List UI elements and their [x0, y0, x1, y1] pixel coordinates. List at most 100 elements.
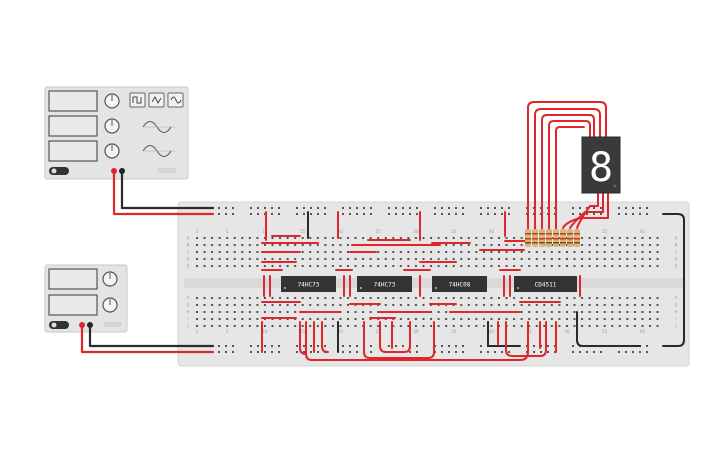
breadboard-hole[interactable]: [257, 351, 259, 353]
breadboard-hole[interactable]: [649, 237, 651, 239]
breadboard-hole[interactable]: [588, 265, 591, 267]
breadboard-hole[interactable]: [211, 251, 214, 253]
breadboard-hole[interactable]: [263, 304, 266, 306]
breadboard-hole[interactable]: [203, 265, 206, 267]
breadboard-hole[interactable]: [626, 304, 629, 306]
breadboard-hole[interactable]: [543, 325, 546, 327]
breadboard-hole[interactable]: [550, 318, 553, 320]
breadboard-hole[interactable]: [603, 265, 606, 267]
breadboard-hole[interactable]: [211, 304, 214, 306]
breadboard-hole[interactable]: [460, 325, 463, 327]
breadboard-hole[interactable]: [490, 251, 493, 253]
breadboard-hole[interactable]: [354, 325, 357, 327]
wire-fg-ground[interactable]: [120, 169, 215, 210]
breadboard-hole[interactable]: [286, 304, 289, 306]
breadboard-hole[interactable]: [203, 244, 206, 246]
breadboard-hole[interactable]: [354, 258, 357, 260]
breadboard-hole[interactable]: [475, 304, 478, 306]
breadboard-hole[interactable]: [475, 318, 478, 320]
breadboard-hole[interactable]: [508, 207, 510, 209]
breadboard-hole[interactable]: [356, 207, 358, 209]
breadboard-hole[interactable]: [407, 304, 410, 306]
breadboard-hole[interactable]: [226, 297, 229, 299]
breadboard-hole[interactable]: [257, 207, 259, 209]
wire-ps-vcc[interactable]: [80, 323, 215, 354]
breadboard-hole[interactable]: [441, 351, 443, 353]
breadboard-hole[interactable]: [384, 258, 387, 260]
breadboard-hole[interactable]: [279, 325, 282, 327]
breadboard-hole[interactable]: [600, 351, 602, 353]
breadboard-hole[interactable]: [572, 351, 574, 353]
breadboard-hole[interactable]: [618, 251, 621, 253]
breadboard-hole[interactable]: [356, 345, 358, 347]
breadboard-hole[interactable]: [339, 265, 342, 267]
breadboard-hole[interactable]: [362, 237, 365, 239]
breadboard-hole[interactable]: [528, 297, 531, 299]
breadboard-hole[interactable]: [233, 304, 236, 306]
breadboard-hole[interactable]: [218, 207, 220, 209]
breadboard-hole[interactable]: [414, 258, 417, 260]
breadboard-hole[interactable]: [452, 265, 455, 267]
breadboard-hole[interactable]: [294, 237, 297, 239]
breadboard-hole[interactable]: [626, 311, 629, 313]
breadboard-hole[interactable]: [294, 258, 297, 260]
breadboard-hole[interactable]: [250, 351, 252, 353]
breadboard-hole[interactable]: [241, 311, 244, 313]
breadboard-hole[interactable]: [241, 251, 244, 253]
breadboard-hole[interactable]: [349, 345, 351, 347]
breadboard-hole[interactable]: [370, 207, 372, 209]
breadboard-hole[interactable]: [422, 318, 425, 320]
breadboard-hole[interactable]: [543, 318, 546, 320]
breadboard-hole[interactable]: [618, 304, 621, 306]
breadboard-hole[interactable]: [611, 297, 614, 299]
breadboard-hole[interactable]: [581, 258, 584, 260]
breadboard-hole[interactable]: [402, 345, 404, 347]
breadboard-hole[interactable]: [460, 237, 463, 239]
breadboard-hole[interactable]: [264, 351, 266, 353]
breadboard-hole[interactable]: [437, 258, 440, 260]
breadboard-hole[interactable]: [271, 325, 274, 327]
breadboard-hole[interactable]: [430, 251, 433, 253]
breadboard-hole[interactable]: [309, 244, 312, 246]
breadboard-hole[interactable]: [316, 304, 319, 306]
breadboard-hole[interactable]: [218, 318, 221, 320]
breadboard-hole[interactable]: [241, 297, 244, 299]
breadboard-hole[interactable]: [579, 207, 581, 209]
breadboard-hole[interactable]: [279, 297, 282, 299]
breadboard-hole[interactable]: [416, 351, 418, 353]
breadboard-hole[interactable]: [395, 207, 397, 209]
breadboard-hole[interactable]: [279, 304, 282, 306]
breadboard-hole[interactable]: [362, 311, 365, 313]
breadboard-hole[interactable]: [388, 207, 390, 209]
breadboard-hole[interactable]: [414, 325, 417, 327]
breadboard-hole[interactable]: [347, 251, 349, 253]
breadboard-hole[interactable]: [520, 251, 523, 253]
breadboard-hole[interactable]: [384, 297, 387, 299]
breadboard-hole[interactable]: [596, 244, 599, 246]
breadboard-hole[interactable]: [271, 258, 274, 260]
breadboard-hole[interactable]: [324, 345, 326, 347]
breadboard-hole[interactable]: [392, 325, 395, 327]
breadboard-hole[interactable]: [603, 258, 606, 260]
breadboard-hole[interactable]: [611, 304, 614, 306]
breadboard-hole[interactable]: [656, 265, 659, 267]
breadboard-hole[interactable]: [324, 251, 327, 253]
breadboard-hole[interactable]: [581, 325, 584, 327]
breadboard-hole[interactable]: [409, 207, 411, 209]
breadboard-hole[interactable]: [414, 297, 417, 299]
breadboard-hole[interactable]: [475, 237, 478, 239]
breadboard-hole[interactable]: [233, 237, 236, 239]
breadboard-hole[interactable]: [392, 304, 395, 306]
breadboard-hole[interactable]: [467, 318, 470, 320]
breadboard-hole[interactable]: [356, 351, 358, 353]
breadboard-hole[interactable]: [513, 258, 516, 260]
breadboard-hole[interactable]: [579, 213, 581, 215]
resistor-array[interactable]: [525, 229, 580, 247]
breadboard-hole[interactable]: [248, 265, 251, 267]
breadboard-hole[interactable]: [641, 325, 644, 327]
breadboard-hole[interactable]: [586, 213, 588, 215]
breadboard-hole[interactable]: [633, 251, 636, 253]
breadboard-hole[interactable]: [347, 311, 349, 313]
breadboard-hole[interactable]: [407, 258, 410, 260]
